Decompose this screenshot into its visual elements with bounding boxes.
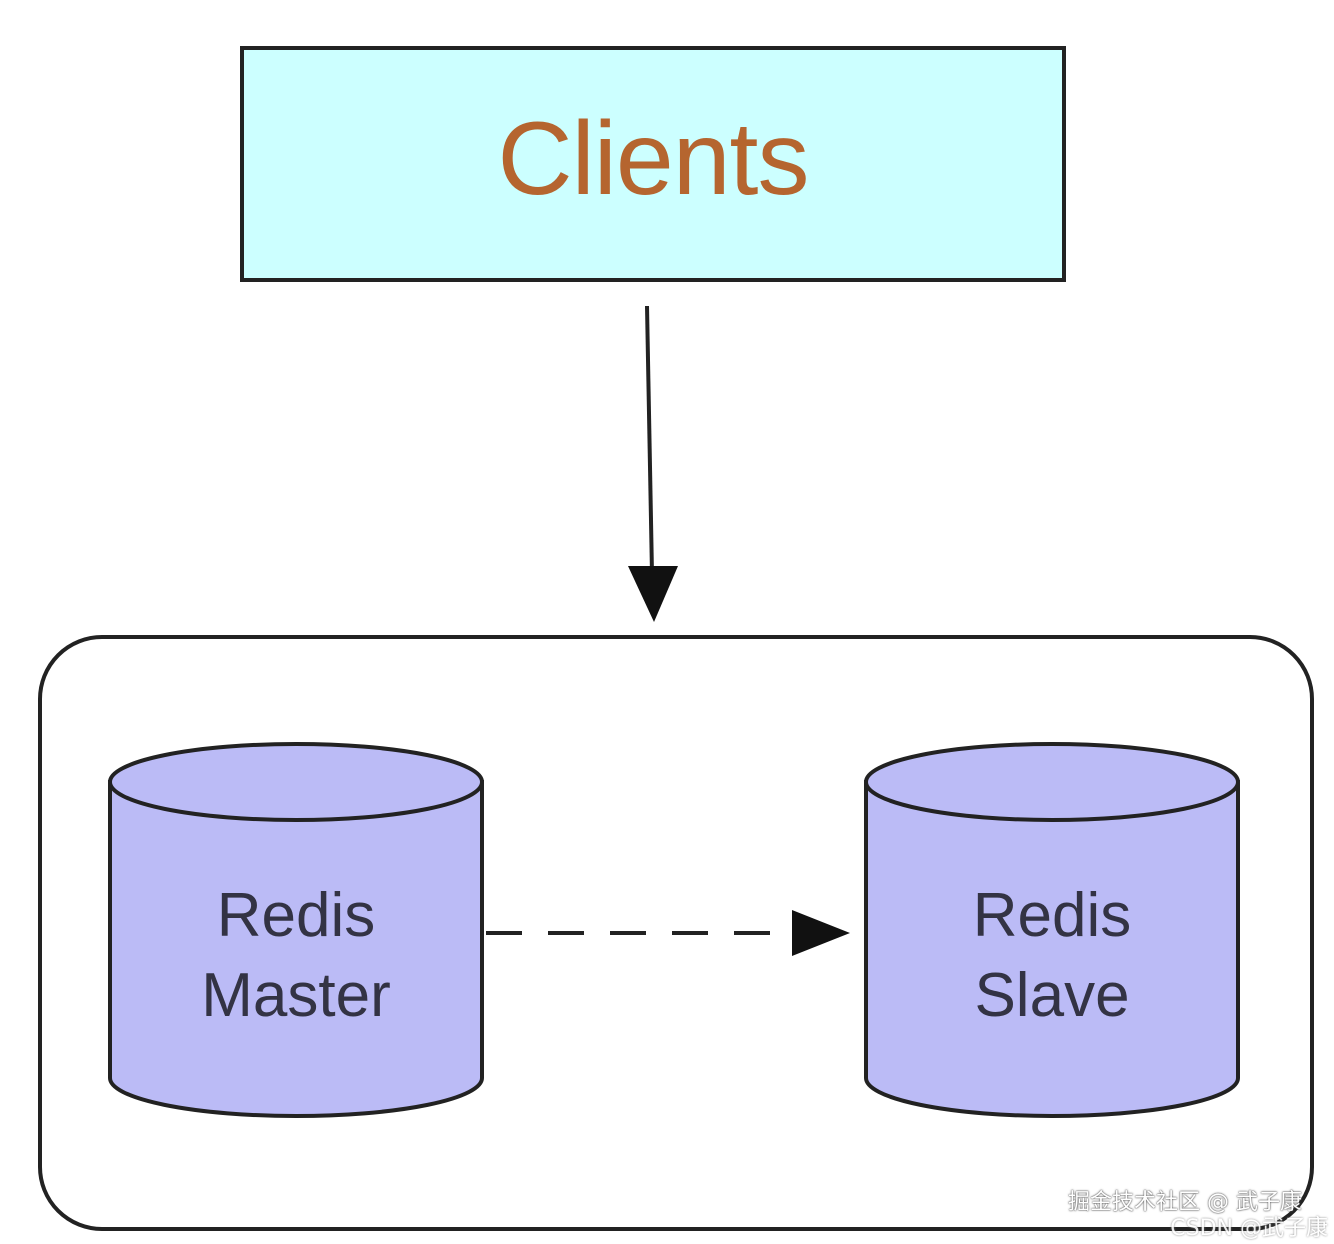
- clients-label: Clients: [497, 101, 810, 217]
- redis-master-label: Redis Master: [110, 876, 482, 1036]
- redis-master-line2: Master: [201, 961, 391, 1030]
- clients-box: Clients: [240, 46, 1066, 282]
- redis-slave-line1: Redis: [972, 881, 1132, 950]
- clients-to-redis-arrow: [628, 305, 678, 622]
- redis-master-line1: Redis: [216, 881, 376, 950]
- redis-master-cylinder: [108, 742, 484, 1118]
- redis-slave-line2: Slave: [974, 961, 1130, 1030]
- watermark-secondary: CSDN @武子康: [1170, 1216, 1328, 1241]
- watermark-primary: 掘金技术社区 @ 武子康: [1068, 1190, 1302, 1215]
- redis-slave-cylinder: [864, 742, 1240, 1118]
- replication-arrow: [486, 910, 850, 956]
- redis-slave-label: Redis Slave: [866, 876, 1238, 1036]
